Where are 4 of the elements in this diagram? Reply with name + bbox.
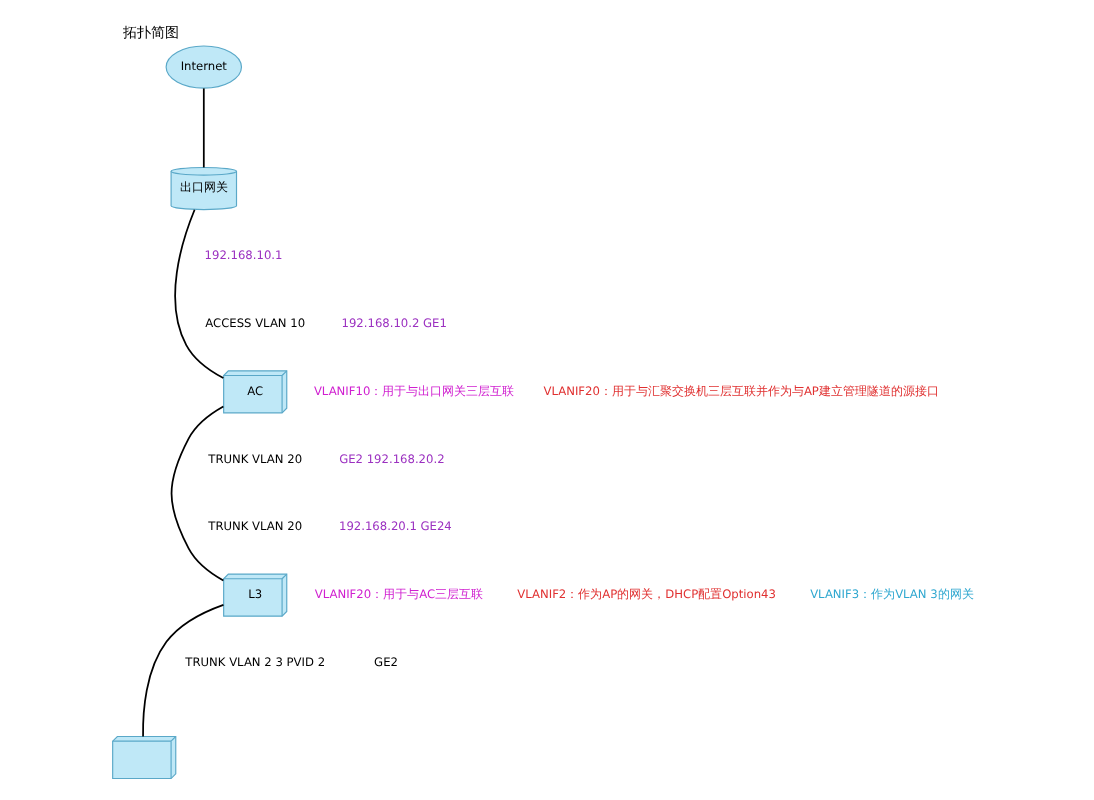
connector [170,405,225,582]
connector [202,87,205,169]
connector [142,603,225,738]
connector [174,208,225,379]
